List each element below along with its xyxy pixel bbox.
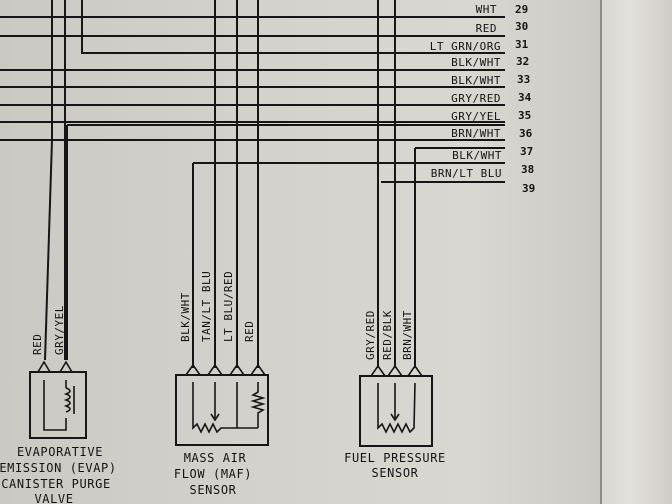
evap-canister-purge-valve: RED GRY/YEL EVAPORATIVE EMISSION (EVAP) … — [0, 305, 117, 504]
pin-number: 35 — [518, 109, 531, 122]
caption-line: CANISTER PURGE — [1, 477, 111, 491]
wire-color-label: BLK/WHT — [451, 56, 501, 69]
wire-color-label: WHT — [476, 3, 497, 16]
wire-label: RED — [31, 334, 44, 355]
pin-row: GRY/RED 34 — [451, 91, 531, 105]
pin-number: 38 — [521, 163, 534, 176]
pin-row: BLK/WHT 33 — [451, 73, 530, 87]
pin-number: 39 — [522, 182, 535, 195]
wire-color-label: BRN/LT BLU — [431, 167, 502, 180]
pin-row: 39 — [522, 182, 535, 195]
wire-label: GRY/YEL — [53, 305, 66, 355]
wire-color-label: GRY/YEL — [451, 110, 501, 123]
pin-row: BLK/WHT 37 — [452, 145, 533, 162]
wire-color-label: BLK/WHT — [451, 74, 501, 87]
pin-list: WHT 29 RED 30 LT GRN/ORG 31 BLK/WHT 32 B… — [430, 3, 535, 195]
pin-number: 29 — [515, 3, 528, 16]
caption-line: MASS AIR — [184, 451, 247, 465]
pin-row: WHT 29 — [476, 3, 529, 16]
pin-row: BRN/WHT 36 — [451, 127, 532, 140]
wire-label: BRN/WHT — [401, 310, 414, 360]
pin-number: 34 — [518, 91, 532, 104]
caption-line: SENSOR — [190, 483, 237, 497]
fuel-pressure-sensor: GRY/RED RED/BLK BRN/WHT FUEL PRESSURE SE… — [344, 310, 446, 480]
caption-line: SENSOR — [372, 466, 419, 480]
wire-label: TAN/LT BLU — [200, 271, 213, 342]
wire-color-label: RED — [476, 22, 497, 35]
pin-number: 30 — [515, 20, 528, 33]
caption-line: FUEL PRESSURE — [344, 451, 446, 465]
wire-label: RED/BLK — [381, 310, 394, 360]
pin-row: GRY/YEL 35 — [451, 109, 531, 123]
wire-color-label: LT GRN/ORG — [430, 40, 501, 53]
wire-color-label: BLK/WHT — [452, 149, 502, 162]
caption-line: EMISSION (EVAP) — [0, 461, 117, 475]
wire-label: RED — [243, 321, 256, 342]
caption-line: FLOW (MAF) — [174, 467, 252, 481]
pin-number: 33 — [517, 73, 530, 86]
caption-line: VALVE — [34, 492, 73, 504]
pin-row: BLK/WHT 32 — [451, 55, 529, 69]
caption-line: EVAPORATIVE — [17, 445, 103, 459]
pin-row: LT GRN/ORG 31 — [430, 38, 529, 53]
pin-number: 32 — [516, 55, 529, 68]
wire-label: LT BLU/RED — [222, 271, 235, 342]
wire-label: GRY/RED — [364, 310, 377, 360]
connector-box — [359, 375, 433, 447]
pin-number: 37 — [520, 145, 533, 158]
wire-color-label: GRY/RED — [451, 92, 501, 105]
pin-number: 31 — [515, 38, 529, 51]
harness-lines — [0, 0, 505, 368]
pin-row: RED 30 — [476, 20, 529, 35]
page-edge — [600, 0, 672, 504]
pin-number: 36 — [519, 127, 533, 140]
connector-box — [175, 374, 269, 446]
mass-air-flow-sensor: BLK/WHT TAN/LT BLU LT BLU/RED RED MASS A… — [174, 271, 269, 497]
connector-box — [29, 371, 87, 439]
wire-color-label: BRN/WHT — [451, 127, 501, 140]
wire-label: BLK/WHT — [179, 292, 192, 342]
pin-row: BRN/LT BLU 38 — [431, 163, 534, 180]
